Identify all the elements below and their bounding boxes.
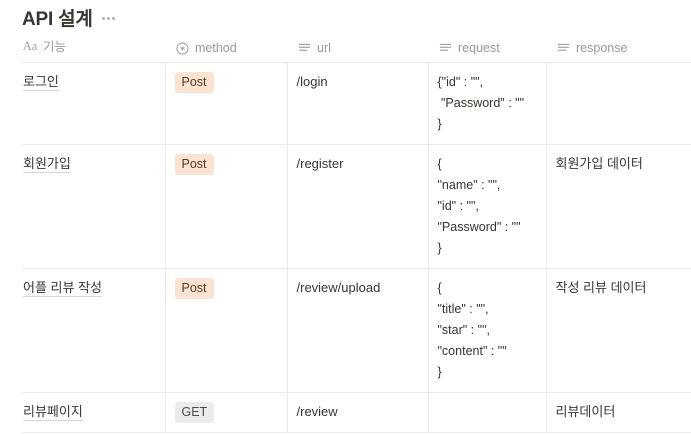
select-circle-icon [175,41,189,55]
cell-response[interactable]: 리뷰데이터 [546,392,691,433]
cell-method[interactable]: Post [165,144,288,269]
cell-method[interactable]: GET [165,392,288,433]
text-lines-icon [556,41,570,55]
request-body: { "title" : "", "star" : "", "content" :… [437,281,507,379]
table-row: 어플 리뷰 작성 Post /review/upload { "title" :… [22,268,691,393]
table-header-row: Aa 기능 method [22,34,691,63]
cell-func[interactable]: 로그인 [22,62,166,145]
method-badge[interactable]: Post [174,154,214,175]
api-design-table: Aa 기능 method [22,34,691,433]
ellipsis-dot [101,16,105,20]
cell-request[interactable]: { "name" : "", "id" : "", "Password" : "… [428,144,547,269]
cell-url[interactable]: /review/upload [287,268,429,393]
cell-response[interactable]: 작성 리뷰 데이터 [546,268,691,393]
cell-response[interactable]: 회원가입 데이터 [546,144,691,269]
ellipsis-dot [111,16,115,20]
ellipsis-dot [106,16,110,20]
column-header-request[interactable]: request [428,34,546,63]
method-badge[interactable]: Post [174,72,214,93]
cell-method[interactable]: Post [165,268,288,393]
text-aa-icon: Aa [22,38,38,53]
text-lines-icon [438,41,452,55]
column-header-method[interactable]: method [165,34,287,63]
request-body: {"id" : "", "Password" : "" } [437,75,525,131]
cell-response[interactable] [546,62,691,145]
table-body: 로그인 Post /login {"id" : "", "Password" :… [22,62,691,433]
column-header-label: 기능 [43,40,67,54]
page-header: API 설계 [0,0,691,34]
cell-request[interactable] [428,392,547,433]
cell-url[interactable]: /review [287,392,429,433]
cell-url[interactable]: /register [287,144,429,269]
ellipsis-icon[interactable] [101,16,115,24]
cell-func[interactable]: 회원가입 [22,144,166,269]
page-title: API 설계 [22,9,93,30]
column-header-func[interactable]: Aa 기능 [22,34,165,63]
row-title[interactable]: 리뷰페이지 [23,404,83,421]
cell-func[interactable]: 리뷰페이지 [22,392,166,433]
row-title[interactable]: 회원가입 [23,156,71,173]
column-header-url[interactable]: url [287,34,428,63]
cell-func[interactable]: 어플 리뷰 작성 [22,268,166,393]
method-badge[interactable]: GET [174,402,215,423]
row-title[interactable]: 로그인 [23,74,59,91]
row-title[interactable]: 어플 리뷰 작성 [23,280,102,297]
cell-request[interactable]: { "title" : "", "star" : "", "content" :… [428,268,547,393]
cell-request[interactable]: {"id" : "", "Password" : "" } [428,62,547,145]
cell-method[interactable]: Post [165,62,288,145]
table-row: 리뷰페이지 GET /review 리뷰데이터 [22,392,691,433]
request-body: { "name" : "", "id" : "", "Password" : "… [437,157,521,255]
column-header-label: url [317,41,331,55]
cell-url[interactable]: /login [287,62,429,145]
method-badge[interactable]: Post [174,278,214,299]
text-lines-icon [297,41,311,55]
column-header-label: response [576,41,628,55]
table-row: 로그인 Post /login {"id" : "", "Password" :… [22,62,691,145]
column-header-label: request [458,41,500,55]
table-row: 회원가입 Post /register { "name" : "", "id" … [22,144,691,269]
column-header-label: method [195,41,237,55]
column-header-response[interactable]: response [546,34,691,63]
